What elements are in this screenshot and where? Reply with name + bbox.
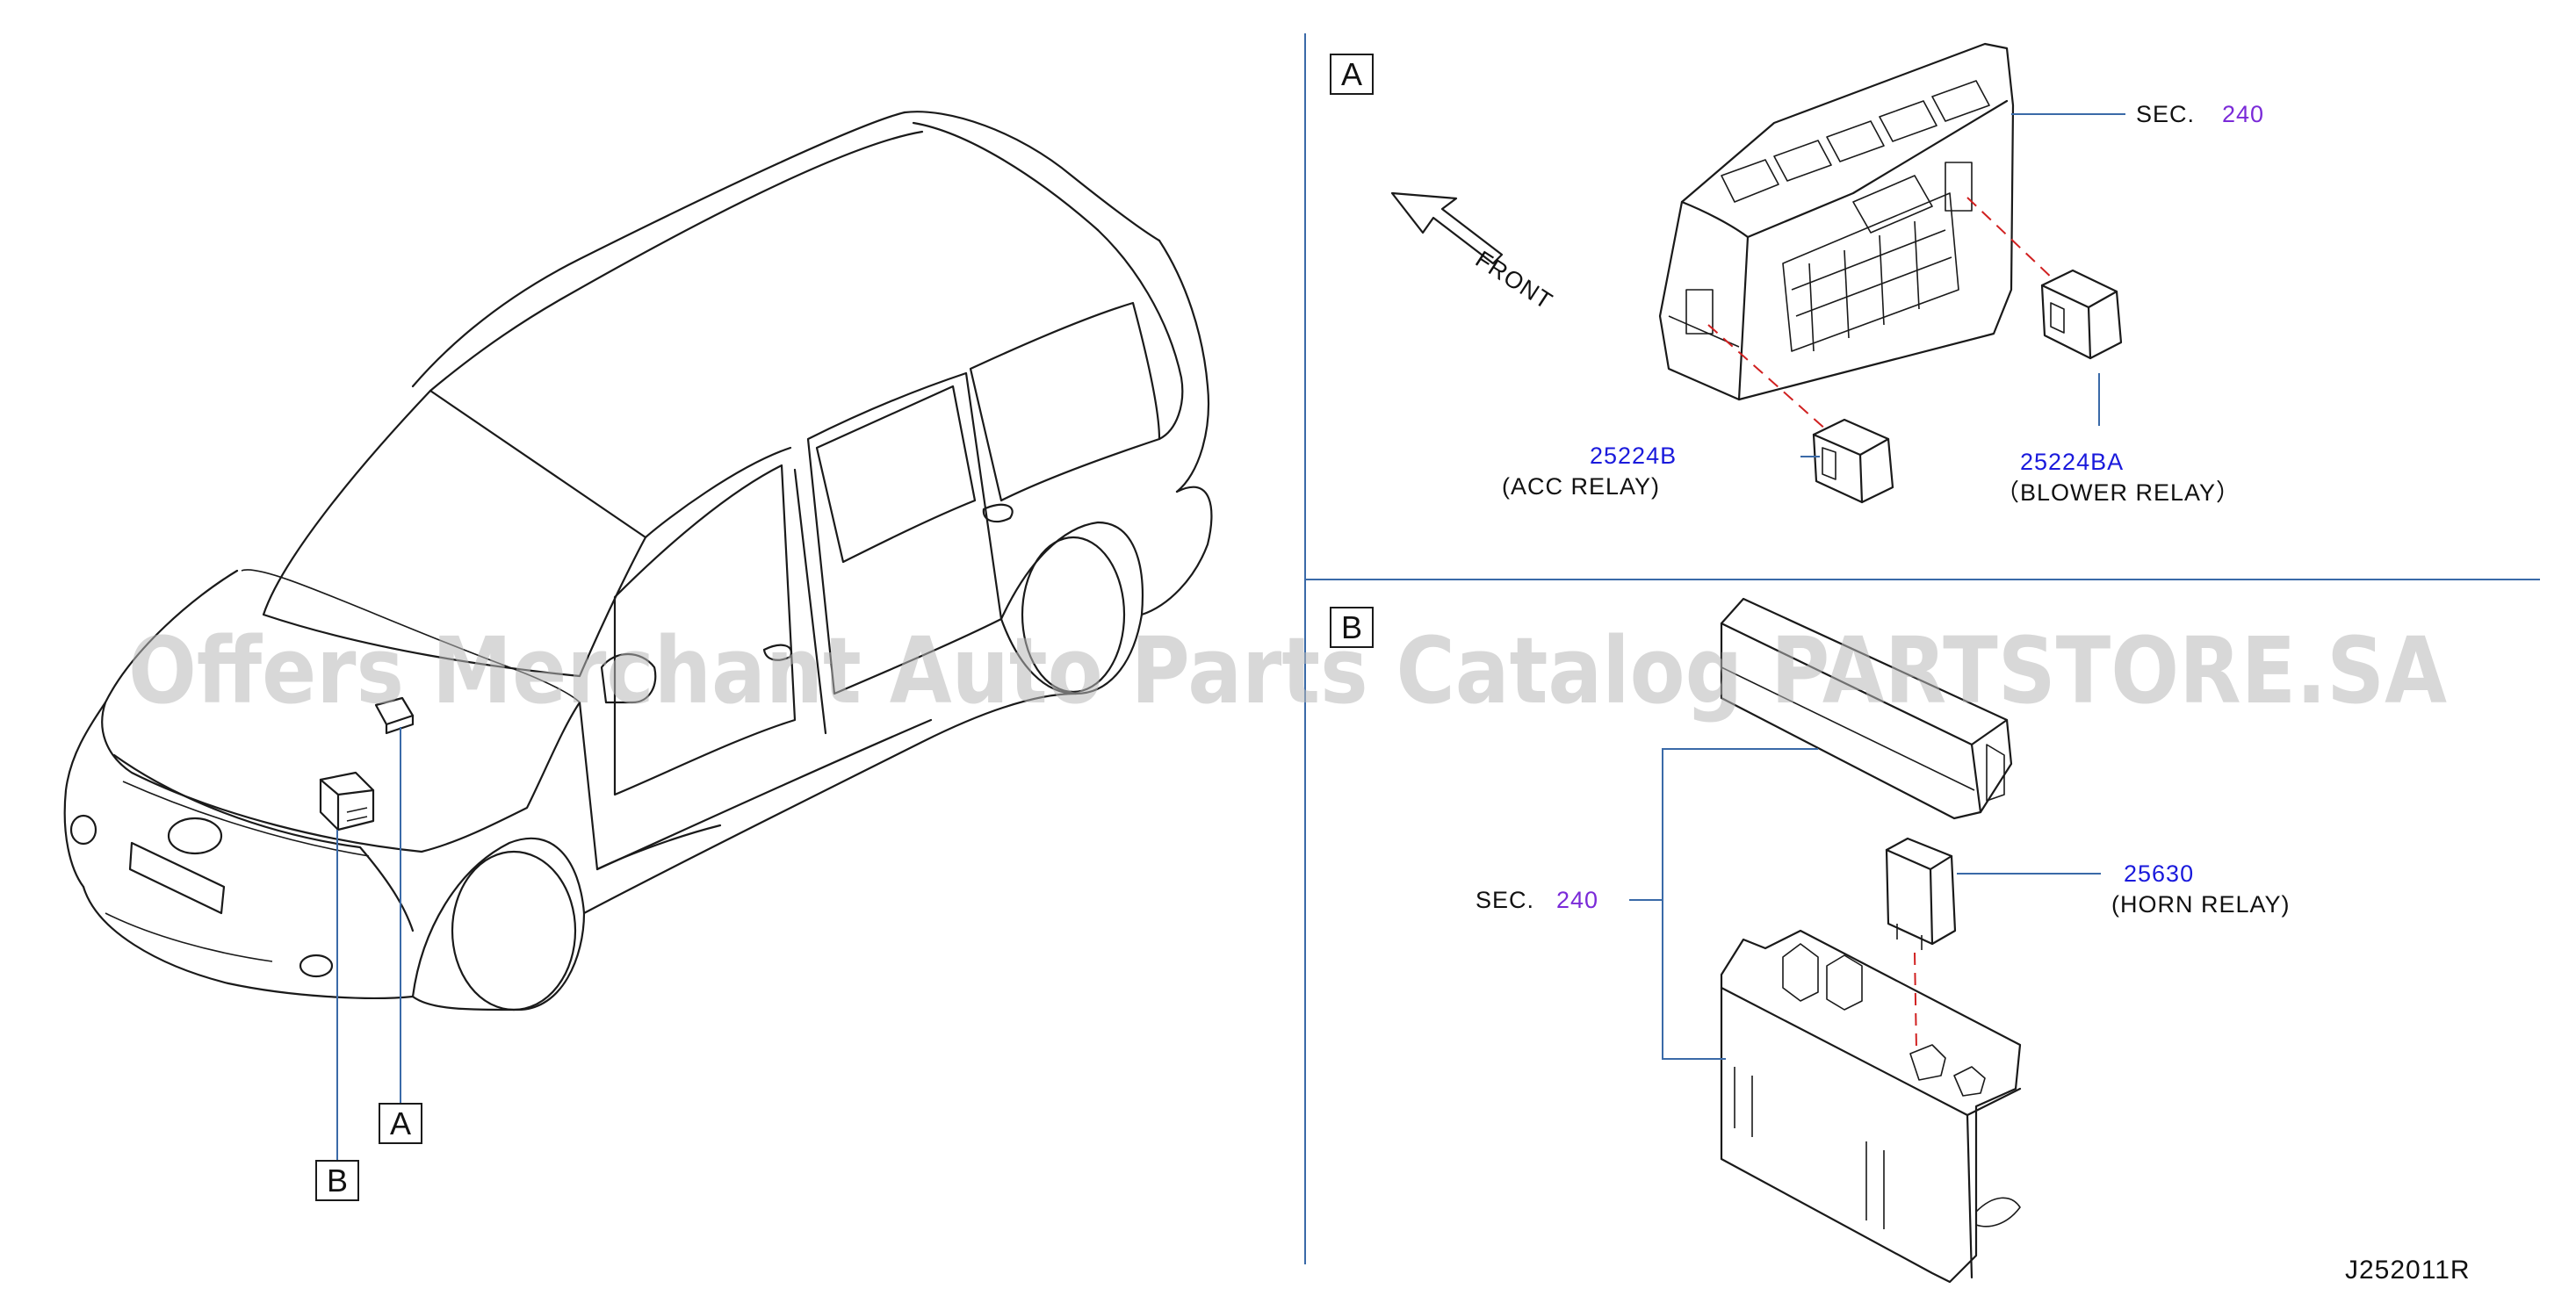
blower-relay-name: （BLOWER RELAY）	[1995, 479, 2240, 506]
callout-b-label: B	[327, 1163, 348, 1199]
section-a-sec-number[interactable]: 240	[2222, 101, 2264, 127]
leaders-a	[1800, 113, 2125, 457]
watermark-text: Offers Merchant Auto Parts Catalog PARTS…	[128, 617, 2447, 724]
panel-dividers	[1304, 33, 2540, 1264]
section-a-header: A	[1330, 54, 1374, 95]
front-arrow-icon: FRONT	[1390, 191, 1558, 315]
horn-relay-part	[1885, 837, 1957, 950]
leaders-b	[1629, 748, 2101, 1060]
vehicle-illustration	[63, 111, 1213, 1011]
vehicle-callout-leaders	[336, 727, 401, 1161]
callout-a-label: A	[390, 1105, 411, 1141]
section-a-sec-prefix: SEC.	[2136, 101, 2195, 127]
blower-relay-part	[2040, 269, 2123, 360]
install-guides-a	[1707, 197, 2056, 431]
horn-relay-part-number[interactable]: 25630	[2124, 860, 2194, 887]
callout-b-box: B	[315, 1160, 359, 1201]
acc-relay-part-number[interactable]: 25224B	[1590, 443, 1677, 469]
acc-relay-name: (ACC RELAY)	[1502, 473, 1660, 500]
front-label: FRONT	[1471, 246, 1558, 315]
section-b-header: B	[1330, 607, 1374, 648]
section-b-sec-prefix: SEC.	[1476, 887, 1534, 913]
fuse-box-base	[1720, 929, 2022, 1284]
fuse-box-cover	[1720, 597, 2013, 820]
blower-relay-part-number[interactable]: 25224BA	[2020, 449, 2124, 475]
install-guide-b	[1914, 952, 1917, 1050]
section-b-label: B	[1341, 609, 1362, 645]
acc-relay-part	[1812, 418, 1894, 504]
section-a-label: A	[1341, 56, 1362, 92]
relay-block-a	[1658, 42, 2015, 401]
section-b-sec-number[interactable]: 240	[1556, 887, 1598, 913]
drawing-number: J252011R	[2345, 1256, 2471, 1285]
callout-a-box: A	[379, 1103, 422, 1144]
horn-relay-name: (HORN RELAY)	[2111, 891, 2291, 918]
